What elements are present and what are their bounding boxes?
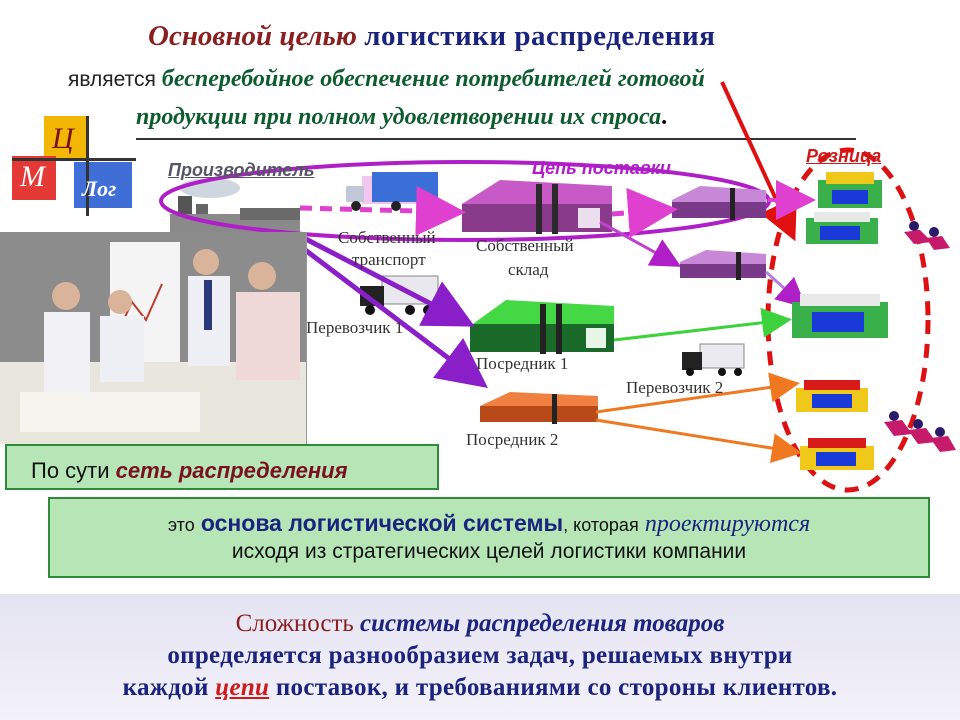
arrow-intermediary2-retail-a (595, 372, 800, 414)
box2-line2: исходя из стратегических целей логистики… (231, 540, 747, 563)
customers-icon (904, 221, 950, 250)
bottom-l1-b: системы распределения товаров (360, 610, 725, 637)
label-intermediary1: Посредник 1 (476, 354, 569, 373)
logo-square-red (12, 156, 56, 200)
logo-letter-bot: Лог (82, 176, 117, 201)
bottom-line3: каждой цепи поставок, и требованиями со … (0, 674, 960, 702)
box1-emph: сеть распределения (115, 458, 348, 483)
box2-prefix: это (167, 515, 195, 535)
label-retail: Розница (806, 146, 882, 166)
distribution-diagram (159, 81, 956, 493)
retail-store-5-icon (800, 438, 874, 470)
label-producer: Производитель (168, 160, 315, 180)
label-intermediary2: Посредник 2 (466, 430, 559, 449)
own-warehouse-icon (462, 180, 612, 234)
label-own-transport-1: Собственный (338, 228, 436, 247)
intermediary1-warehouse-icon (470, 300, 614, 354)
retail-store-3-icon (792, 294, 888, 338)
box2-ital: проектируются (644, 511, 811, 537)
title-line2-prefix: является (68, 68, 156, 91)
bottom-l1-a: Сложность (235, 610, 354, 637)
arrow-own-transport (299, 185, 466, 236)
retail-store-2-icon (806, 212, 878, 244)
title-line3-end: . (661, 104, 668, 130)
label-supply-chain: Цепь поставки (532, 158, 671, 178)
title-part1: Основной целью (148, 20, 357, 52)
arrow-intermediary1-retail (613, 307, 792, 342)
arrow-producer-intermediary1 (298, 233, 475, 327)
logo-letter-top: Ц (52, 122, 74, 155)
arrow-intermediary2-retail-b (595, 418, 802, 464)
label-own-transport-2: транспорт (352, 250, 426, 269)
meeting-photo (0, 232, 307, 444)
box2-line1: это основа логистической системы, котора… (50, 510, 928, 538)
bottom-l3-a: каждой (122, 674, 209, 701)
title-line3: продукции при полном удовлетворении их с… (136, 104, 667, 131)
label-own-warehouse-2: склад (508, 260, 549, 279)
logo-square-blue (74, 162, 132, 208)
meeting-photo-illustration (0, 232, 306, 444)
logistic-system-box: это основа логистической системы, котора… (48, 497, 930, 578)
arrow-warehouse-chain2 (599, 220, 682, 267)
arrow-warehouse-chain (611, 187, 678, 238)
chain-warehouse-2-icon (680, 250, 766, 280)
retail-ellipse (765, 147, 931, 493)
intermediary2-warehouse-icon (480, 392, 598, 424)
retail-store-4-icon (796, 380, 868, 412)
carrier1-truck-icon (360, 275, 439, 315)
label-own-warehouse-1: Собственный (476, 236, 574, 255)
logo-hline (12, 158, 136, 161)
arrow-producer-intermediary2 (290, 238, 488, 389)
logo-letter-mid: М (20, 160, 45, 193)
customers-2-icon (884, 411, 956, 452)
retail-store-1-icon (818, 172, 882, 208)
title-part2: логистики распределения (364, 20, 716, 52)
slide-title: Основной целью логистики распределения (148, 20, 715, 53)
bottom-l3-b: поставок, и требованиями со стороны клие… (275, 674, 838, 701)
own-truck-icon (346, 172, 438, 211)
title-line2-text: бесперебойное обеспечение потребителей г… (161, 66, 705, 92)
box1-text: По сути (31, 458, 110, 483)
label-carrier1: Перевозчик 1 (306, 318, 404, 337)
box2-mid: , которая (563, 515, 639, 535)
bottom-line1: Сложность системы распределения товаров (0, 610, 960, 638)
label-carrier2: Перевозчик 2 (626, 378, 724, 397)
carrier2-truck-icon (682, 343, 745, 376)
title-underline (136, 138, 856, 140)
arrow-chain2-retail (765, 270, 807, 308)
distribution-network-box: По сути сеть распределения (5, 444, 439, 490)
bottom-l3-red: цепи (215, 674, 270, 701)
box2-bold: основа логистической системы (200, 510, 564, 536)
chain-warehouse-icon (672, 186, 766, 220)
title-line2: является бесперебойное обеспечение потре… (68, 66, 705, 93)
bottom-line2: определяется разнообразием задач, решаем… (167, 642, 793, 669)
complexity-section: Сложность системы распределения товаров … (0, 594, 960, 720)
logo-vline (86, 116, 89, 216)
logo-square-yellow (44, 116, 88, 160)
logo: Ц М Лог (12, 116, 136, 216)
title-line3-text: продукции при полном удовлетворении их с… (136, 104, 662, 130)
